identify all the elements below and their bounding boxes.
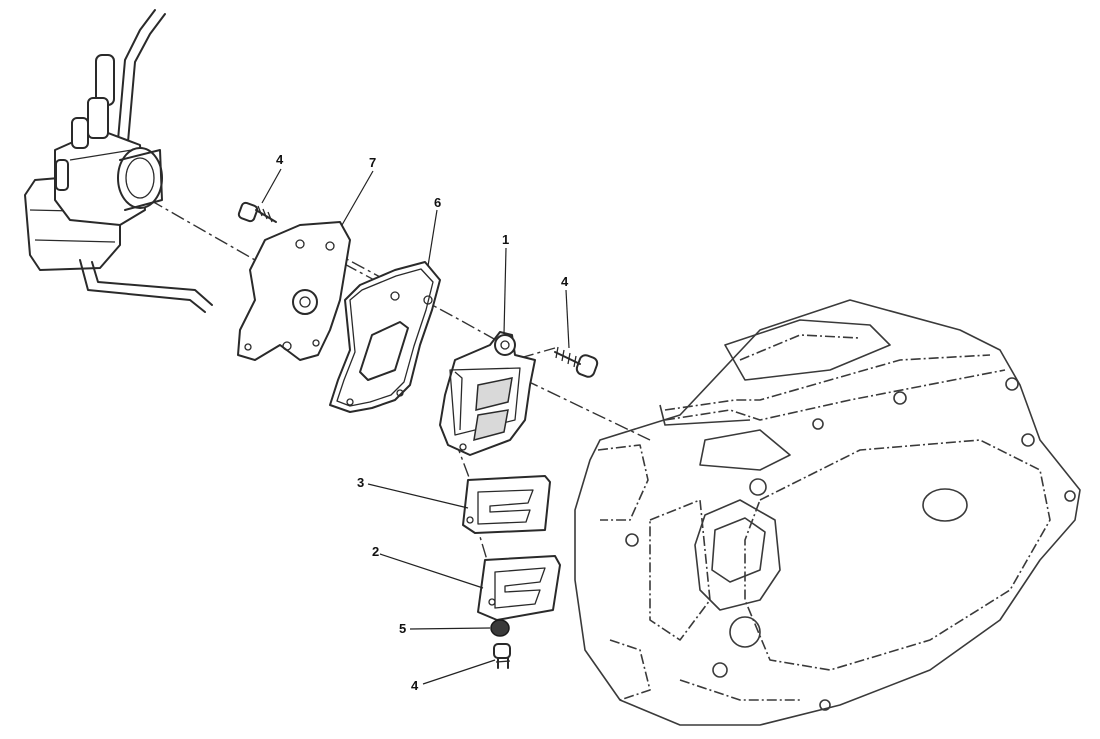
callout-leaders <box>261 168 570 685</box>
callout-7: 7 <box>369 155 376 170</box>
callout-4-bottom: 4 <box>411 678 419 693</box>
part-7-spacer-plate <box>237 221 351 361</box>
part-4-screw-bottom <box>493 643 511 669</box>
engine-crankcase <box>574 299 1081 726</box>
part-1-reed-valve-block <box>439 331 536 456</box>
callout-2: 2 <box>372 544 379 559</box>
callout-5: 5 <box>399 621 406 636</box>
callout-4-upper-left: 4 <box>276 152 284 167</box>
part-5-washer <box>490 619 510 637</box>
part-6-gasket <box>329 261 441 413</box>
callout-3: 3 <box>357 475 364 490</box>
part-4-screw-upper-left <box>237 201 277 223</box>
callout-4-right: 4 <box>561 274 569 289</box>
callout-6: 6 <box>434 195 441 210</box>
callout-1: 1 <box>502 232 509 247</box>
part-2-reed-stopper <box>477 555 561 621</box>
carburetor <box>24 9 213 313</box>
part-4-screw-right <box>554 346 599 378</box>
part-3-reed-petal <box>462 475 551 534</box>
callout-labels: 4 7 6 1 4 3 2 5 4 <box>276 152 569 693</box>
